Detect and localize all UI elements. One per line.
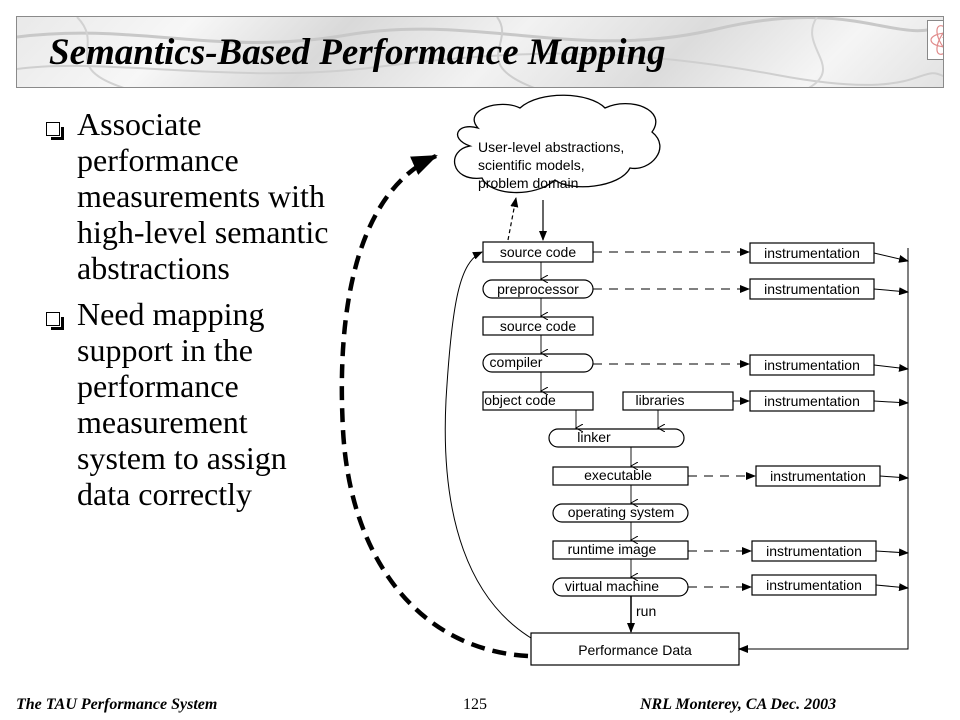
svg-text:Performance Data: Performance Data xyxy=(578,642,692,658)
bullet-text: Need mapping support in the performance … xyxy=(77,296,287,512)
svg-text:instrumentation: instrumentation xyxy=(764,357,860,373)
feedback-loop-arrow xyxy=(444,251,532,639)
cloud-line: scientific models, xyxy=(478,157,585,173)
node-source-code: source code xyxy=(482,241,594,263)
svg-text:instrumentation: instrumentation xyxy=(766,543,862,559)
node-preprocessor: preprocessor xyxy=(482,279,594,299)
svg-text:virtual machine: virtual machine xyxy=(565,578,659,594)
svg-text:instrumentation: instrumentation xyxy=(764,281,860,297)
collector-bus xyxy=(738,248,909,653)
instrumentation-box: instrumentation xyxy=(751,540,877,562)
user-abstractions-cloud: User-level abstractions, scientific mode… xyxy=(453,94,661,194)
bullet-item: Associate performance measurements with … xyxy=(44,106,334,286)
instrumentation-box: instrumentation xyxy=(749,354,875,376)
node-virtual-machine: virtual machine xyxy=(552,577,689,597)
svg-text:instrumentation: instrumentation xyxy=(770,468,866,484)
svg-text:compiler: compiler xyxy=(490,354,543,370)
svg-text:runtime image: runtime image xyxy=(568,541,657,557)
node-source-code-2: source code xyxy=(482,316,594,336)
svg-text:libraries: libraries xyxy=(635,392,684,408)
cloud-line: User-level abstractions, xyxy=(478,139,624,155)
svg-text:linker: linker xyxy=(577,429,611,445)
cloud-line: problem domain xyxy=(478,175,578,191)
node-operating-system: operating system xyxy=(552,503,689,523)
title-bar: Semantics-Based Performance Mapping τ xyxy=(16,16,944,88)
svg-text:instrumentation: instrumentation xyxy=(764,393,860,409)
marble-texture xyxy=(17,17,943,87)
node-performance-data: Performance Data xyxy=(530,632,740,666)
svg-text:source code: source code xyxy=(500,244,576,260)
footer-left: The TAU Performance System xyxy=(16,696,218,713)
node-linker: linker xyxy=(548,428,685,448)
footer-right: NRL Monterey, CA Dec. 2003 xyxy=(640,696,837,713)
node-compiler: compiler xyxy=(482,353,594,373)
svg-text:source code: source code xyxy=(500,318,576,334)
svg-text:executable: executable xyxy=(584,467,652,483)
page-number: 125 xyxy=(463,696,487,713)
instrumentation-box: instrumentation xyxy=(749,242,875,264)
tau-logo-icon: τ xyxy=(927,20,944,60)
instrumentation-box: instrumentation xyxy=(749,390,875,412)
semantic-mapping-arrow xyxy=(339,153,529,659)
instrumentation-box: instrumentation xyxy=(749,278,875,300)
node-object-code: object code xyxy=(482,391,594,411)
run-label: run xyxy=(636,603,656,619)
slide-title: Semantics-Based Performance Mapping xyxy=(49,32,666,73)
instrumentation-dashed-arrows xyxy=(593,248,756,591)
svg-text:preprocessor: preprocessor xyxy=(497,281,579,297)
bullet-text: Associate performance measurements with … xyxy=(77,106,329,286)
svg-text:instrumentation: instrumentation xyxy=(764,245,860,261)
node-executable: executable xyxy=(552,466,689,486)
flow-arrows xyxy=(541,262,658,577)
svg-text:object code: object code xyxy=(484,392,556,408)
tau-symbol: τ xyxy=(942,24,944,55)
instrumentation-box: instrumentation xyxy=(755,465,881,487)
instrumentation-box: instrumentation xyxy=(751,574,877,596)
checkbox-bullet-icon xyxy=(46,312,64,330)
node-libraries: libraries xyxy=(622,391,734,411)
bullet-item: Need mapping support in the performance … xyxy=(44,296,334,512)
node-runtime-image: runtime image xyxy=(552,540,689,560)
bullet-list: Associate performance measurements with … xyxy=(44,106,334,522)
source-to-cloud-dashed-arrow xyxy=(507,197,519,241)
checkbox-bullet-icon xyxy=(46,122,64,140)
svg-text:operating system: operating system xyxy=(568,504,675,520)
svg-text:instrumentation: instrumentation xyxy=(766,577,862,593)
